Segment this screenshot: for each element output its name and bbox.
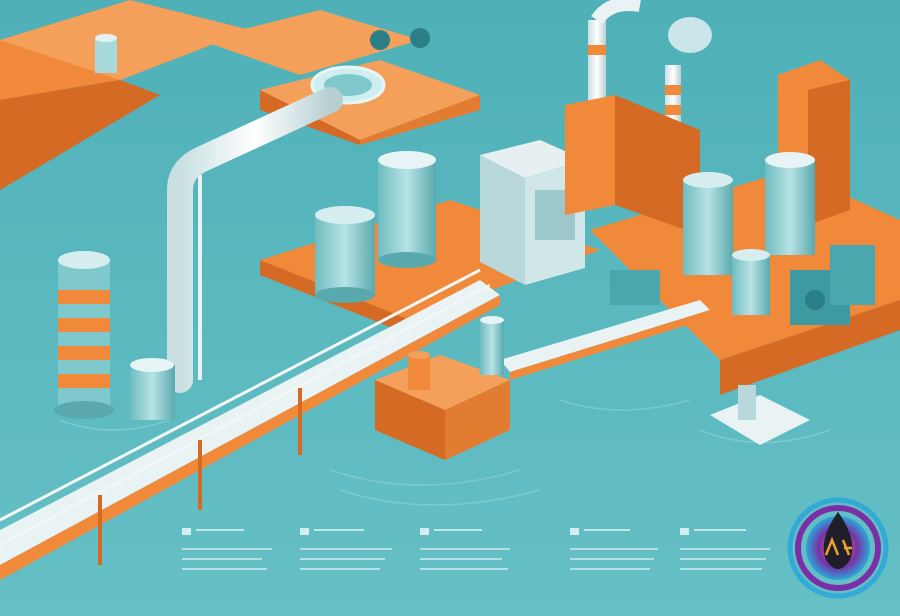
walkway-right	[500, 300, 710, 380]
striped-tower	[54, 251, 114, 419]
tank-right-1	[683, 172, 733, 275]
caption-block-3	[420, 528, 510, 570]
tank-center-left	[315, 206, 375, 303]
platform-top-left	[0, 0, 250, 190]
caption-block-1	[182, 528, 272, 570]
chimney-1	[588, 0, 641, 115]
machinery-right	[610, 245, 875, 325]
caption-block-2	[300, 528, 392, 570]
main-pipe	[167, 87, 343, 393]
caption-row	[182, 528, 770, 570]
platform-bottom	[375, 316, 510, 460]
small-tank-left	[130, 358, 175, 420]
floating-unit	[710, 385, 810, 445]
tank-right-3	[732, 249, 770, 315]
tank-right-2	[765, 152, 815, 255]
tank-center-tall	[378, 151, 436, 268]
walkway-bridge	[0, 268, 500, 580]
drop-swirl-logo-icon	[787, 497, 889, 599]
caption-block-5	[680, 528, 770, 570]
caption-block-4	[570, 528, 658, 570]
